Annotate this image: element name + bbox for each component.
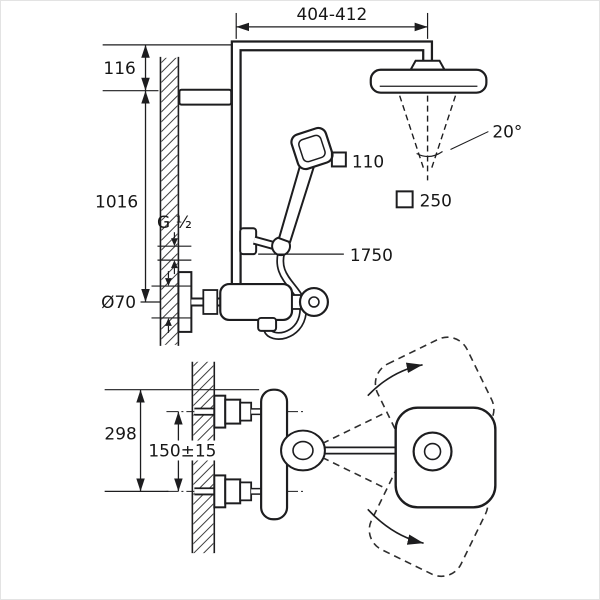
- escutcheon-diameter-value: Ø70: [101, 292, 136, 312]
- head-shower: [369, 59, 488, 94]
- rotation-arrow-down: [367, 508, 424, 545]
- thermostat-mixer: [177, 271, 330, 333]
- dimension-label-116: 116: [103, 58, 135, 78]
- supply-connection-bottom: [194, 474, 264, 509]
- thread-size-label: G ¹⁄₂: [157, 212, 192, 275]
- dimension-150: 150±15: [147, 411, 218, 492]
- hand-shower: [239, 126, 334, 257]
- hand-shower-holder: [239, 227, 258, 256]
- dimension-label-150: 150±15: [148, 440, 216, 460]
- shower-pipe: [230, 40, 434, 293]
- square-symbol-icon: [330, 151, 347, 168]
- arm-pivot-joint: [280, 429, 326, 472]
- square-symbol-icon: [395, 190, 414, 209]
- head-shower-plate: [369, 68, 488, 94]
- wall-section-upper: [159, 56, 180, 346]
- hand-shower-size-value: 110: [352, 151, 384, 171]
- thread-size-value: G ¹⁄₂: [157, 212, 192, 232]
- head-shower-top-view: [394, 406, 497, 509]
- dimension-116: 116: [102, 44, 233, 92]
- shower-hose: [263, 243, 307, 340]
- supply-connection-top: [194, 394, 264, 429]
- hand-shower-size-label: 110: [330, 151, 384, 171]
- bottom-view-drawing: 298: [104, 336, 497, 578]
- dimension-label-298: 298: [104, 424, 136, 444]
- dimension-label-1016: 1016: [95, 191, 138, 211]
- hose-length-value: 1750: [350, 245, 393, 265]
- hose-length-label: 1750: [258, 245, 393, 265]
- tilt-angle-indicator: 20°: [399, 95, 522, 181]
- dimension-1016: 1016: [95, 90, 161, 303]
- hand-shower-handle: [278, 161, 315, 244]
- dimension-298: 298: [104, 389, 260, 492]
- wall-escutcheon: [177, 271, 193, 333]
- head-shower-size-value: 250: [420, 190, 452, 210]
- top-view-drawing: 116 1016 404-412: [95, 4, 522, 346]
- tilt-angle-label: 20°: [492, 122, 522, 142]
- hose-outlet-elbow: [257, 316, 278, 332]
- union-nut: [202, 289, 219, 315]
- mixer-body: [219, 282, 294, 322]
- escutcheon-diameter-label: Ø70: [101, 271, 192, 333]
- wall-bracket: [178, 88, 233, 106]
- dimension-label-404-412: 404-412: [297, 4, 368, 24]
- dimension-404-412: 404-412: [235, 4, 429, 39]
- rotation-arrow-up: [367, 362, 423, 397]
- head-shower-size-label: 250: [395, 190, 452, 210]
